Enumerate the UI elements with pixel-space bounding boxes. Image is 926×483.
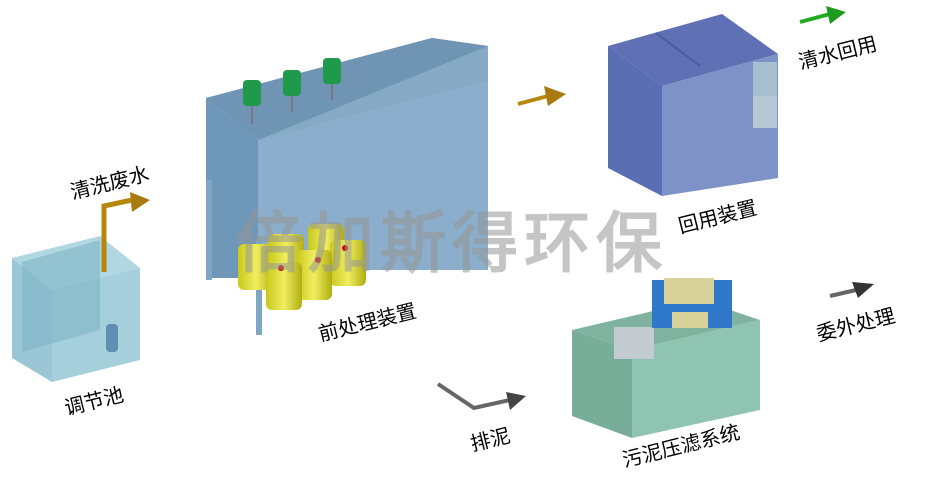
reuse-unit	[608, 14, 778, 196]
equalization-tank	[12, 192, 150, 382]
flow-arrow-outsource	[829, 282, 874, 298]
flow-arrow-to-reuse	[517, 86, 566, 106]
sludge-filter-press-system	[572, 278, 760, 438]
flow-arrow-sludge	[436, 382, 526, 411]
pretreatment-unit	[206, 38, 488, 335]
flow-arrow-clean-water	[799, 6, 846, 24]
